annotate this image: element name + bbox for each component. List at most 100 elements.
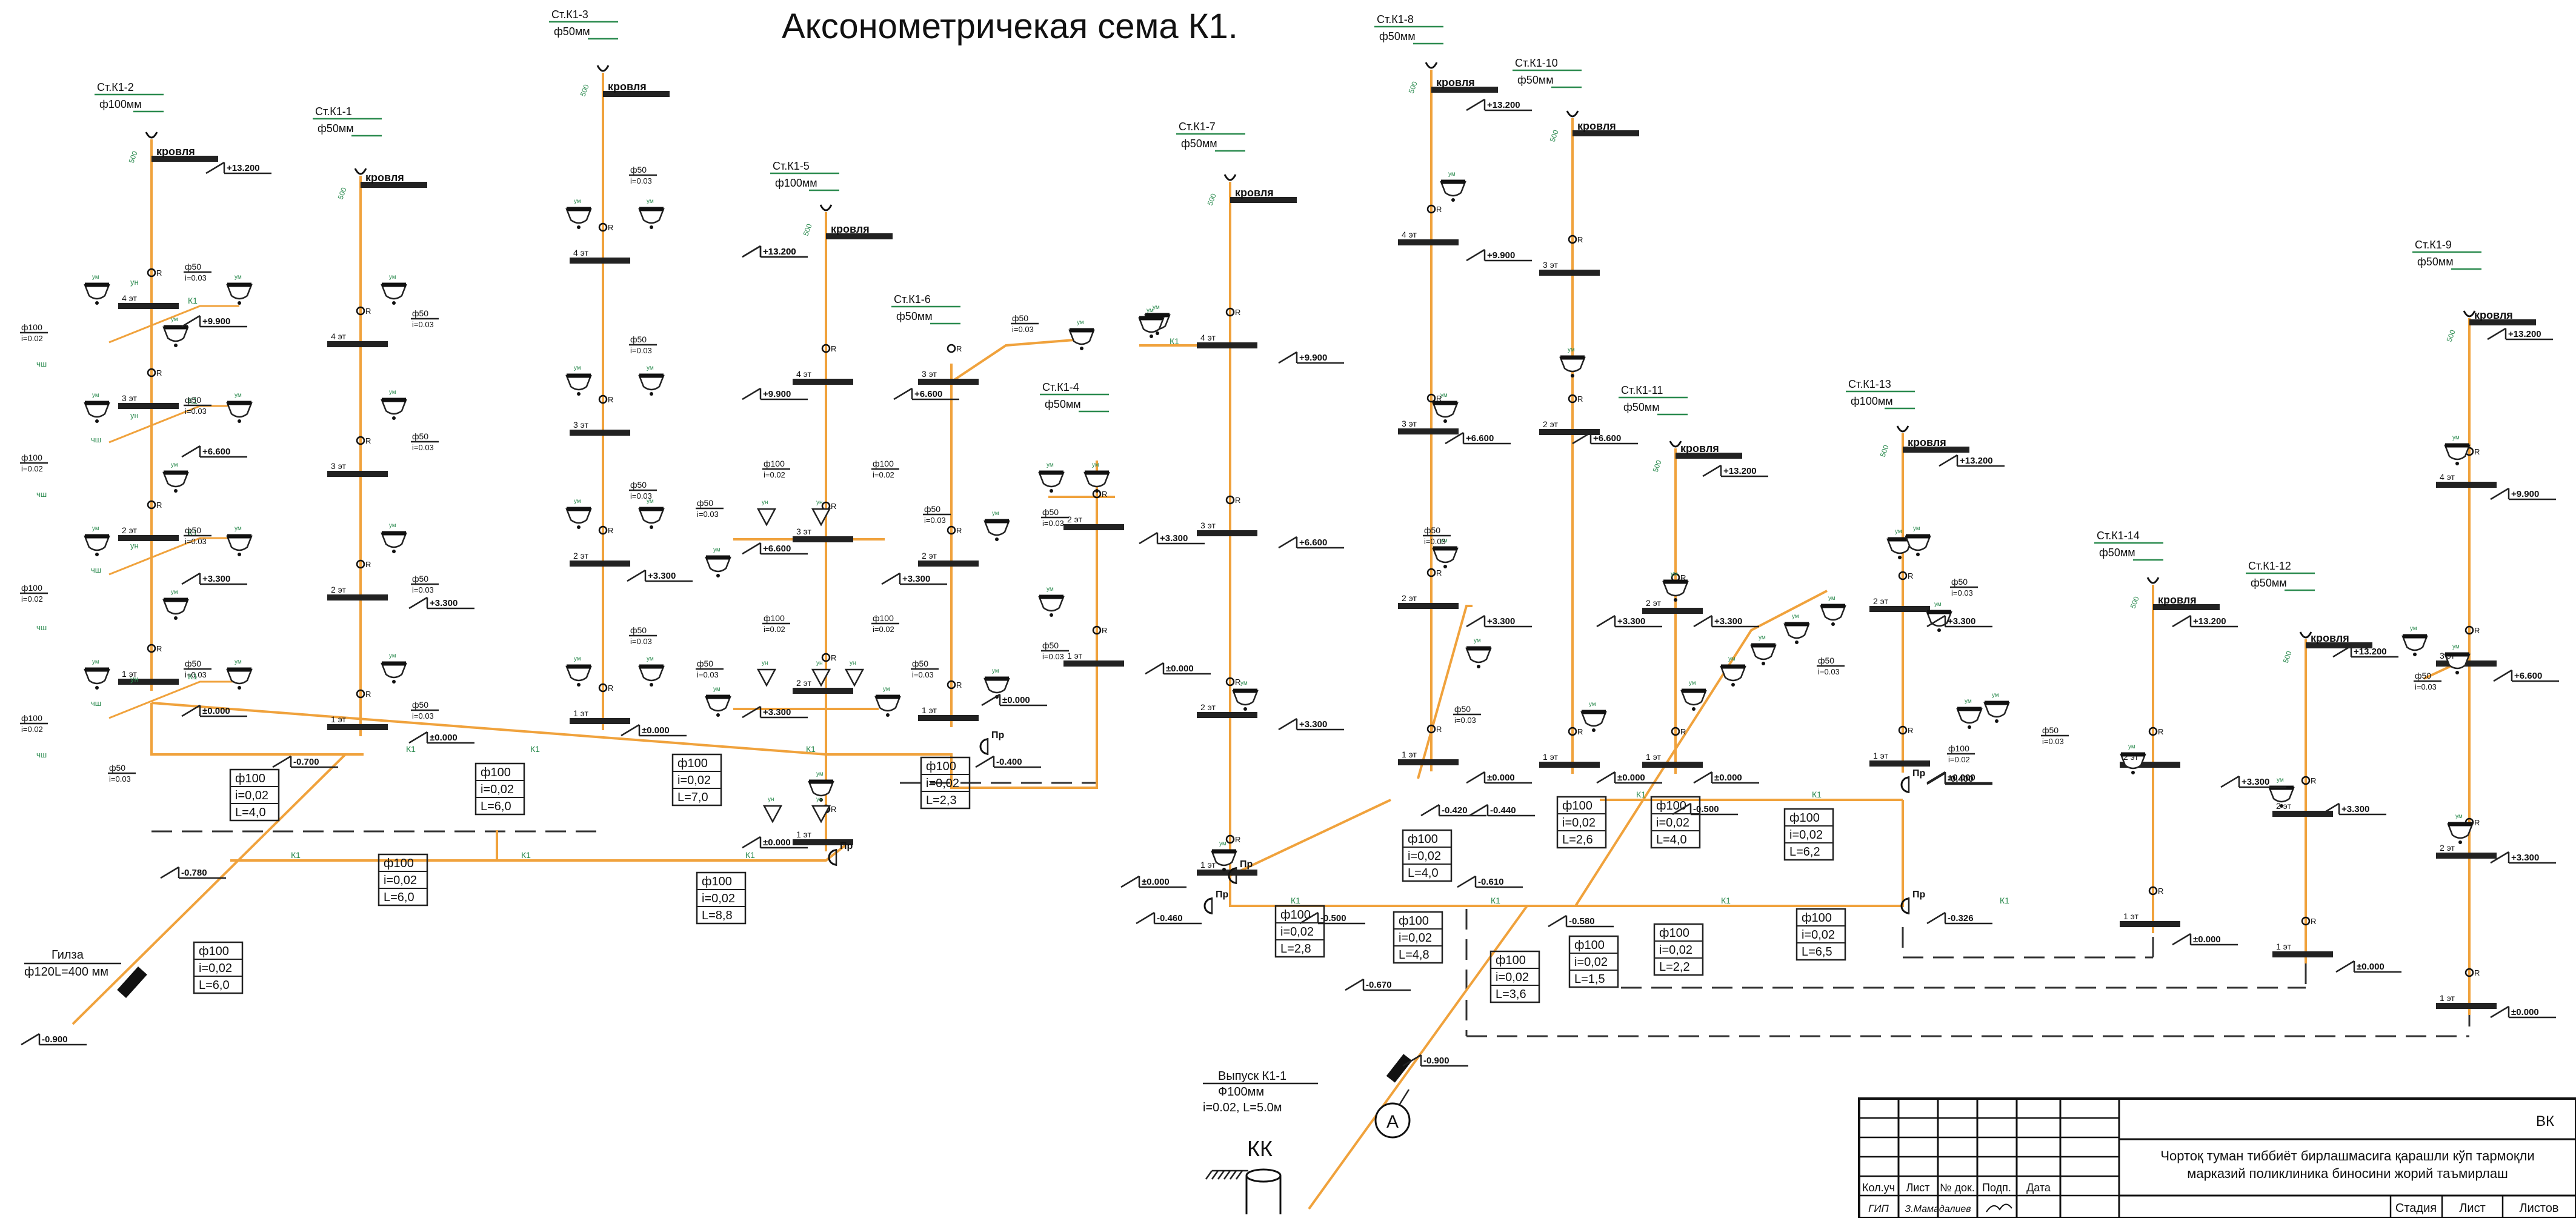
fixture-code: ун	[816, 796, 823, 803]
floor-level-label: 2 эт	[1402, 593, 1417, 603]
branch-k1-2-floor	[108, 305, 239, 344]
branch-slope: i=0.03	[1012, 325, 1034, 334]
branch-k1-6	[950, 338, 1082, 383]
stage-header: Стадия	[2395, 1202, 2437, 1215]
segment-length: L=6,5	[1802, 945, 1832, 959]
washbasin-icon	[983, 677, 1010, 694]
collector-main-left	[151, 664, 1098, 789]
segment-box	[1274, 905, 1325, 958]
branch-spec: ф50	[1042, 507, 1059, 517]
elevation-mark: ±0.000	[1002, 695, 1030, 705]
riser-13-diameter: ф50мм	[2251, 577, 2287, 589]
elevation-leader	[1939, 454, 1958, 467]
elevation-leader	[2172, 614, 2191, 628]
segment-box	[1650, 796, 1701, 849]
branch-slope: i=0.03	[697, 510, 719, 519]
fixture-code: ум	[1092, 462, 1099, 468]
fixture-code: ум	[2277, 777, 2284, 784]
elevation-mark: -0.440	[1490, 805, 1516, 816]
fixture-code: ум	[235, 659, 242, 665]
branch-spec: ф50	[630, 625, 647, 635]
washbasin-icon	[162, 471, 189, 488]
cleanout-icon	[1225, 307, 1235, 317]
elevation-leader	[205, 161, 225, 175]
washbasin-icon	[381, 532, 407, 548]
elevation-leader	[181, 572, 201, 585]
title-block-column-header: № док.	[1940, 1182, 1975, 1194]
cleanout-label: R	[365, 560, 371, 569]
washbasin-icon	[1886, 538, 1913, 554]
fixture-code: чш	[91, 699, 101, 708]
trap-dot	[1968, 725, 1971, 729]
branch-spec: ф50	[697, 659, 713, 668]
elevation-mark: ±0.000	[430, 733, 458, 743]
cleanout-plug-icon	[828, 849, 837, 866]
trap-dot	[392, 550, 396, 553]
cleanout-icon	[2465, 968, 2474, 977]
floor-level-label: 1 эт	[573, 708, 589, 718]
cleanout-label: R	[1577, 235, 1583, 244]
fixture-code: ум	[1440, 537, 1448, 544]
pipe-code: К1	[188, 671, 198, 681]
pipe-code: К1	[1491, 896, 1500, 905]
branch-spec: ф50	[2415, 671, 2431, 680]
trap-dot	[2455, 462, 2459, 465]
elevation-mark: +6.600	[1466, 433, 1494, 444]
segment-length: L=4,0	[235, 806, 266, 819]
ground-hatch	[1211, 1170, 1219, 1180]
branch-spec: ф50	[630, 334, 647, 344]
cleanout-label: R	[956, 344, 962, 353]
floor-level-label: 2 эт	[573, 551, 589, 561]
fixture-code: чш	[36, 359, 47, 368]
elevation-leader	[1548, 914, 1567, 928]
elevation-mark: -0.610	[1478, 877, 1504, 887]
washbasin-icon	[1559, 356, 1586, 373]
cleanout-icon	[356, 436, 365, 445]
riser-10-name: Ст.К1-11	[1621, 384, 1663, 396]
title-block-column-header: Дата	[2026, 1182, 2051, 1194]
trap-dot	[886, 713, 890, 717]
cleanout-label: R	[2158, 887, 2163, 896]
washbasin-icon	[638, 208, 665, 224]
vent-cap-icon	[819, 204, 833, 211]
floor-level-label: 3 эт	[331, 461, 347, 471]
fixture-code: ум	[92, 392, 99, 399]
fixture-code: ум	[389, 389, 396, 396]
elevation-leader	[1596, 614, 1616, 628]
trap-dot	[577, 525, 581, 529]
fixture-code: ум	[647, 498, 654, 505]
cleanout-label: R	[1102, 490, 1107, 499]
fixture-code: ум	[171, 316, 178, 323]
floor-level-label: 4 эт	[331, 331, 347, 341]
elevation-mark: -0.400	[1948, 774, 1974, 784]
elevation-leader	[181, 314, 201, 328]
segment-diameter: ф100	[1802, 911, 1832, 925]
floor-level-label: 1 эт	[796, 830, 812, 839]
washbasin-icon	[226, 668, 253, 685]
segment-length: L=6,0	[384, 891, 414, 904]
sleeve-spec: ф120L=400 мм	[24, 965, 108, 979]
elevation-leader	[881, 572, 900, 585]
branch-k1-2	[150, 703, 345, 756]
segment-diameter: ф100	[199, 945, 229, 958]
washbasin-icon	[2120, 753, 2146, 770]
branch-spec: ф50	[1951, 577, 1968, 587]
cleanout-label: R	[831, 344, 836, 353]
segment-slope: i=0,02	[926, 777, 959, 790]
elevation-leader	[1693, 771, 1712, 784]
vent-stub-height: 500	[1879, 444, 1891, 458]
cleanout-label: R	[2474, 968, 2480, 977]
elevation-leader	[2335, 960, 2355, 973]
segment-slope: i=0,02	[702, 892, 735, 905]
cleanout-icon	[947, 680, 956, 690]
title-block-column-header: Лист	[1906, 1182, 1929, 1194]
floor-level-label: 3 эт	[1200, 521, 1216, 530]
trap-dot	[1477, 665, 1480, 668]
cleanout-icon	[147, 500, 156, 510]
riser-8-name: Ст.К1-8	[1377, 13, 1414, 25]
floor-level-label: 2 эт	[2440, 843, 2455, 853]
pipe-code: К1	[1636, 790, 1646, 799]
